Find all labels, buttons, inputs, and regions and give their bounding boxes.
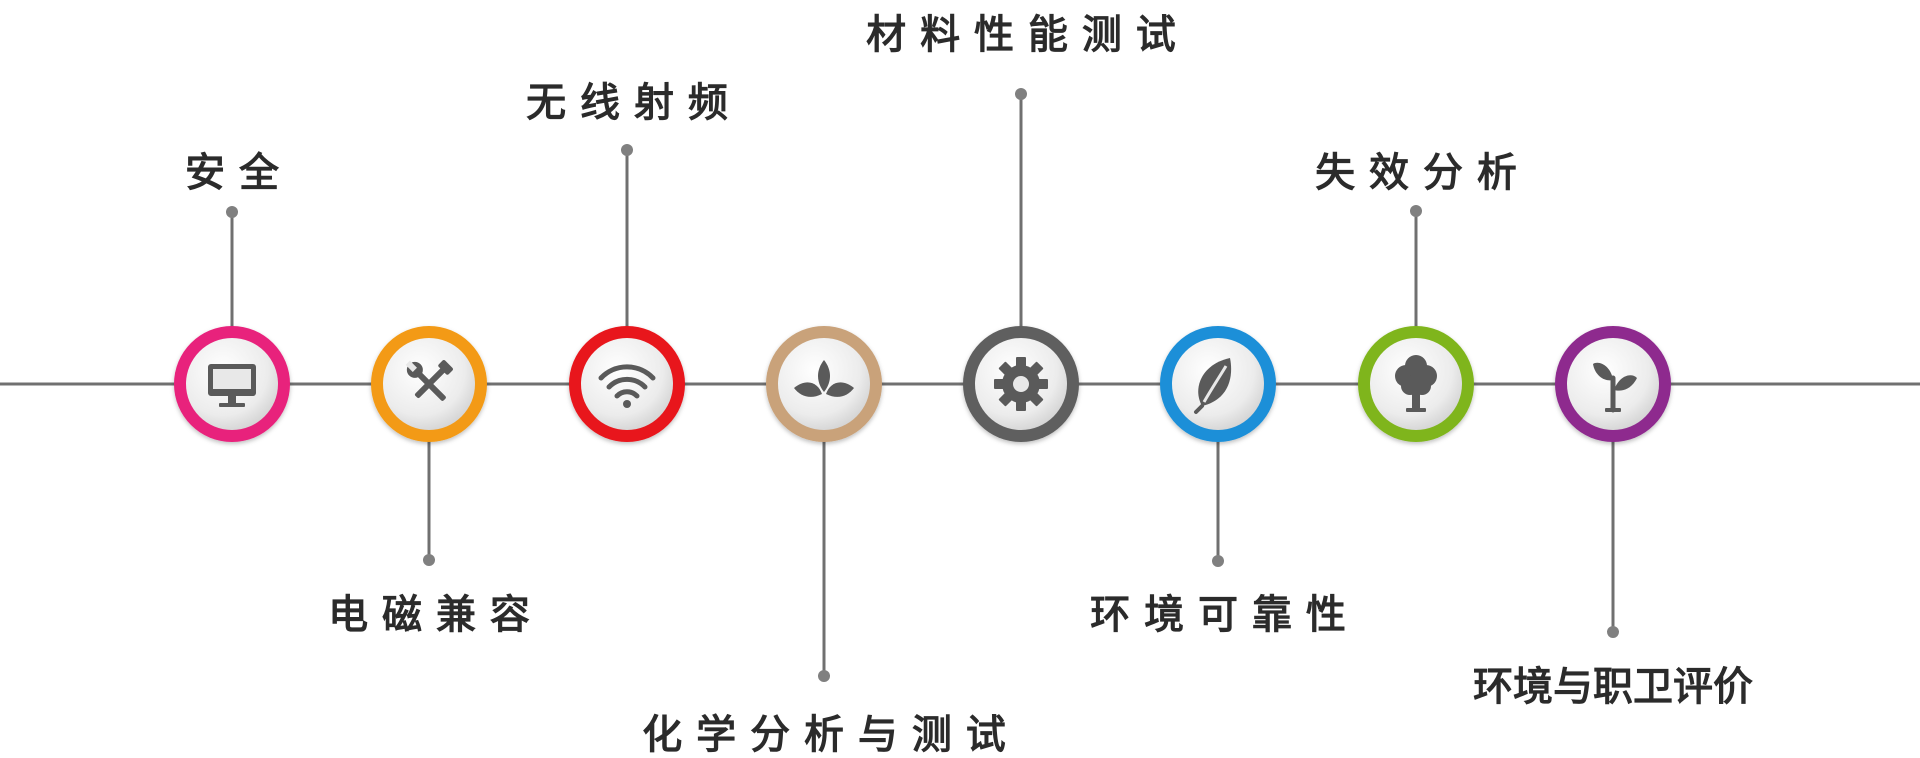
timeline-node-safety: 安 全 bbox=[174, 150, 290, 442]
connector-dot bbox=[621, 144, 633, 156]
node-inner bbox=[581, 338, 673, 430]
connector-dot bbox=[1410, 205, 1422, 217]
node-label: 安 全 bbox=[185, 150, 280, 196]
wifi-icon bbox=[598, 364, 656, 408]
tree-icon bbox=[1395, 355, 1437, 412]
node-label: 无 线 射 频 bbox=[526, 80, 728, 126]
node-label: 失 效 分 析 bbox=[1315, 150, 1517, 196]
connector-dot bbox=[226, 206, 238, 218]
node-label: 环境与职卫评价 bbox=[1473, 664, 1753, 710]
timeline-node-rf: 无 线 射 频 bbox=[526, 80, 728, 442]
timeline-node-reliability: 环 境 可 靠 性 bbox=[1090, 326, 1346, 638]
node-label: 材 料 性 能 测 试 bbox=[866, 12, 1176, 58]
node-label: 环 境 可 靠 性 bbox=[1090, 592, 1346, 638]
monitor-icon bbox=[208, 364, 256, 407]
connector-dot bbox=[423, 554, 435, 566]
timeline-node-failure-analysis: 失 效 分 析 bbox=[1315, 150, 1517, 442]
plant-sprout-icon bbox=[794, 360, 854, 397]
timeline-node-occupational-health: 环境与职卫评价 bbox=[1473, 326, 1753, 710]
timeline-node-material: 材 料 性 能 测 试 bbox=[866, 12, 1176, 442]
tools-icon bbox=[405, 360, 453, 401]
node-label: 电 磁 兼 容 bbox=[328, 592, 530, 638]
connector-dot bbox=[1607, 626, 1619, 638]
timeline-node-chemical: 化 学 分 析 与 测 试 bbox=[642, 326, 1006, 758]
connector-dot bbox=[1015, 88, 1027, 100]
connector-dot bbox=[1212, 555, 1224, 567]
seedling-icon bbox=[1593, 362, 1637, 413]
timeline-node-emc: 电 磁 兼 容 bbox=[328, 326, 530, 638]
gear-icon bbox=[994, 357, 1048, 411]
leaf-icon bbox=[1194, 358, 1232, 414]
node-label: 化 学 分 析 与 测 试 bbox=[642, 712, 1006, 758]
connector-dot bbox=[818, 670, 830, 682]
